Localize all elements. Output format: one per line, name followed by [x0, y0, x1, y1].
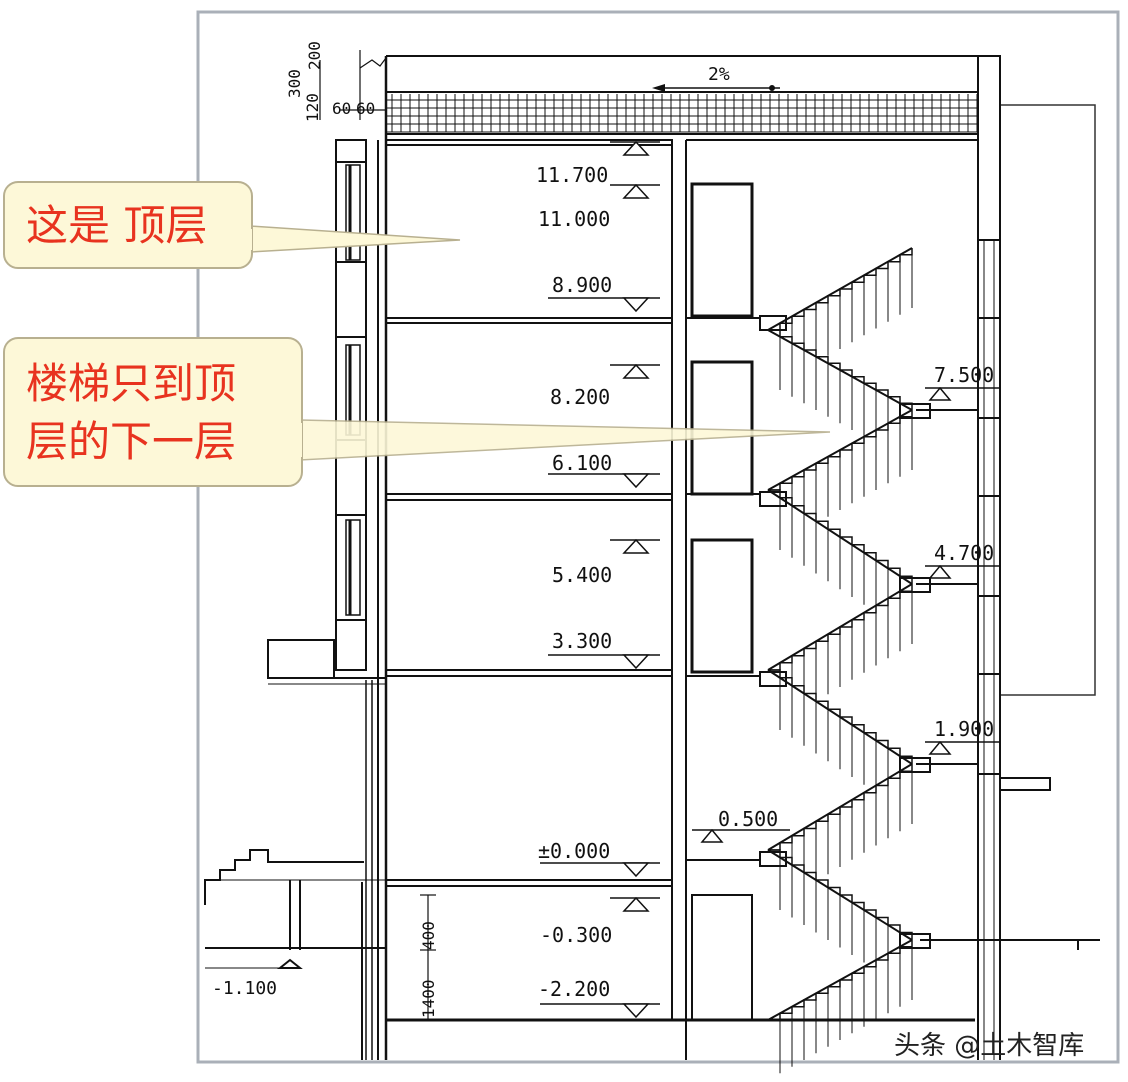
elevation-markers-right	[692, 386, 1000, 843]
dim-120: 120	[303, 93, 322, 122]
dim-60b: 60	[356, 99, 375, 118]
elevation-label-left-7: ±0.000	[538, 839, 610, 863]
roof-slope-label: 2%	[708, 64, 730, 85]
elevation-label-left-3: 8.200	[550, 385, 610, 409]
elevation-label-left-6: 3.300	[552, 629, 612, 653]
callout-stair-line2: 层的下一层	[26, 417, 236, 466]
left-balcony	[267, 639, 386, 685]
basement-dimension-line	[420, 894, 436, 1021]
elevation-label-right-1: 4.700	[934, 541, 994, 565]
dim-400: 400	[419, 921, 438, 950]
ground-elevation-label: -1.100	[212, 978, 277, 999]
elevation-label-left-9: -2.200	[538, 977, 610, 1001]
callout-top-floor-text: 这是 顶层	[26, 201, 207, 250]
watermark-text: 头条 @土木智库	[894, 1031, 1084, 1061]
dim-60a: 60	[332, 99, 351, 118]
dim-200: 200	[305, 41, 324, 70]
elevation-label-left-5: 5.400	[552, 563, 612, 587]
drawing-frame	[196, 10, 1120, 1064]
elevation-label-left-4: 6.100	[552, 451, 612, 475]
floor-slabs	[385, 139, 978, 1060]
parapet-dimensions	[319, 50, 387, 120]
callout-stair-note	[3, 337, 831, 487]
elevation-labels-right: 7.500 4.700 1.900 0.500	[718, 363, 994, 831]
stair-core-boxes	[686, 182, 760, 1021]
elevation-label-left-8: -0.300	[540, 923, 612, 947]
dim-1400: 1400	[419, 979, 438, 1018]
elevation-labels-left: 11.700 11.000 8.900 8.200 6.100 5.400 3.300 ±0.…	[536, 163, 612, 1001]
elevation-label-right-3: 0.500	[718, 807, 778, 831]
elevation-label-right-2: 1.900	[934, 717, 994, 741]
dim-300: 300	[285, 69, 304, 98]
ground-left	[204, 849, 386, 1060]
elevation-markers-left	[540, 140, 660, 1019]
elevation-label-left-0: 11.700	[536, 163, 608, 187]
elevation-label-left-1: 11.000	[538, 207, 610, 231]
left-facade	[335, 56, 388, 1060]
callout-top-floor	[3, 181, 461, 269]
roof-slab	[385, 55, 979, 135]
elevation-label-left-2: 8.900	[552, 273, 612, 297]
staircase-flights	[759, 247, 931, 1074]
callout-stair-line1: 楼梯只到顶	[26, 359, 236, 408]
right-wall	[916, 55, 1100, 1060]
adjacent-building-outline	[999, 104, 1096, 696]
elevation-label-right-0: 7.500	[934, 363, 994, 387]
